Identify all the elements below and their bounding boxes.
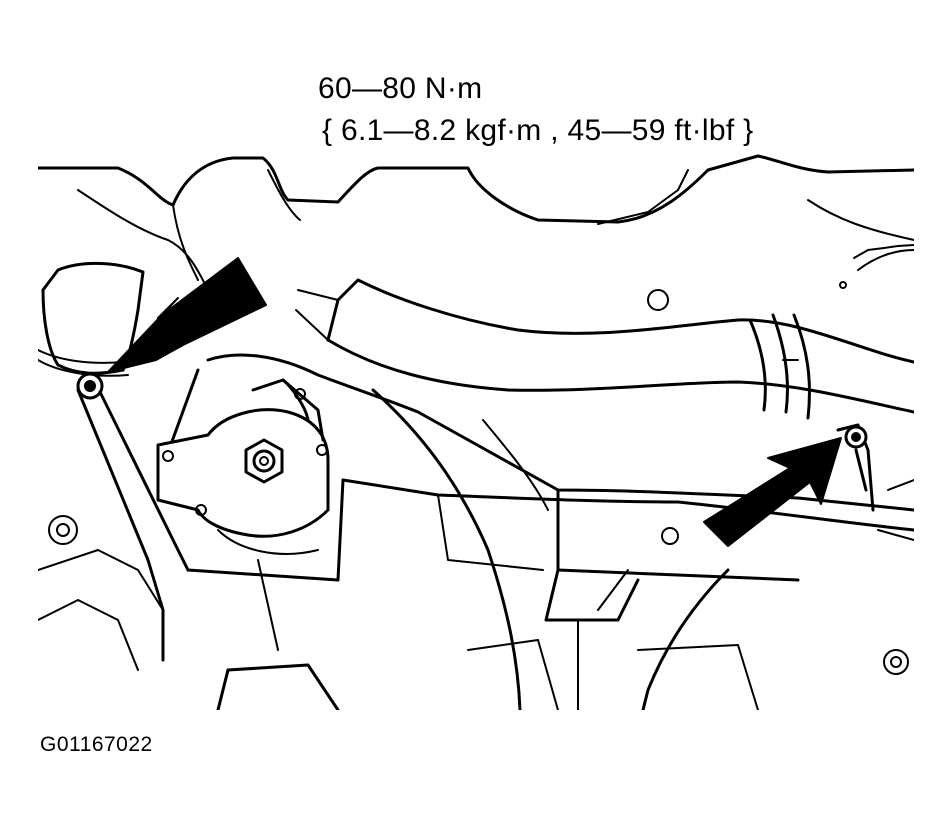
torque-spec-alternate-units: { 6.1—8.2 kgf·m , 45—59 ft·lbf } [322,114,754,147]
torque-spec-nm: 60—80 N·m [318,72,483,105]
figure-id: G01167022 [40,733,153,756]
torque-callout-arrow-right [703,437,842,547]
illustration-linework [38,154,914,710]
suspension-mount-illustration [38,154,914,710]
torque-callout-arrow-left [107,257,267,373]
